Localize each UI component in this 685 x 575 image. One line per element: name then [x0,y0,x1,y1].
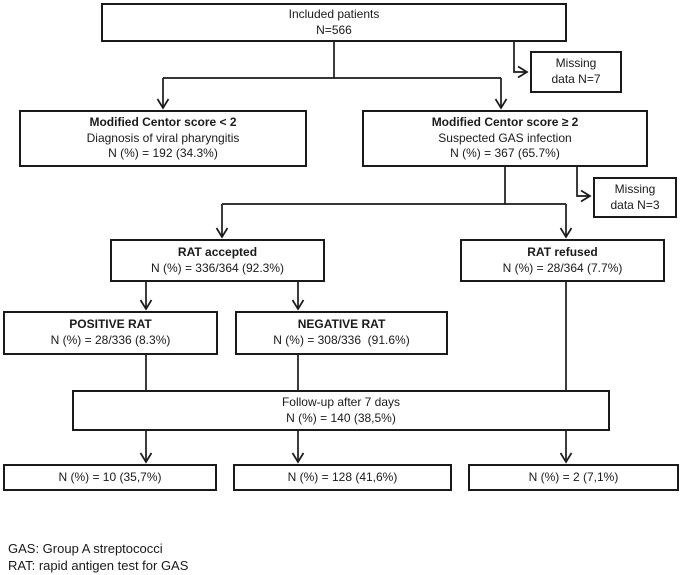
box-line: N (%) = 308/336 (91.6%) [273,333,410,347]
box-negative-rat: NEGATIVE RAT N (%) = 308/336 (91.6%) [235,311,448,355]
box-rat-refused: RAT refused N (%) = 28/364 (7.7%) [460,239,665,282]
box-line: Missing [555,56,597,71]
box-line: data N=3 [610,197,660,212]
box-line: data N=7 [551,72,601,86]
box-outcome-refused: N (%) = 2 (7,1%) [468,464,679,491]
box-title: RAT refused [527,244,598,259]
box-rat-accepted: RAT accepted N (%) = 336/364 (92.3%) [110,239,325,282]
connector-arrow-to-missing-top [513,42,529,79]
footnote-rat: RAT: rapid antigen test for GAS [8,558,189,574]
connector-arrow-to-missing-mid [576,167,592,203]
box-line: N (%) = 192 (34.3%) [108,146,218,161]
box-line: N (%) = 140 (38,5%) [286,410,396,425]
box-line: Diagnosis of viral pharyngitis [86,130,240,145]
box-line: N (%) = 336/364 (92.3%) [150,260,285,275]
box-line: Suspected GAS infection [438,130,572,145]
box-positive-rat: POSITIVE RAT N (%) = 28/336 (8.3%) [3,311,218,355]
box-centor-score-high: Modified Centor score ≥ 2 Suspected GAS … [362,110,648,167]
box-line: N (%) = 128 (41,6%) [287,469,398,484]
box-line: N (%) = 28/336 (8.3%) [50,333,171,347]
box-line: N (%) = 367 (65.7%) [450,146,560,161]
box-missing-data-3: Missing data N=3 [593,177,677,218]
box-included-patients: Included patients N=566 [101,3,567,42]
footnote-gas: GAS: Group A streptococci [8,541,163,556]
box-title: Modified Centor score < 2 [89,114,237,129]
box-line: N (%) = 10 (35,7%) [58,469,162,484]
box-missing-data-7: Missing data N=7 [530,51,622,93]
box-title: NEGATIVE RAT [297,317,386,332]
box-line: Included patients [288,6,380,21]
box-line: Follow-up after 7 days [281,394,401,409]
box-line: N (%) = 28/364 (7.7%) [502,260,623,275]
box-outcome-positive: N (%) = 10 (35,7%) [3,464,217,491]
box-line: N (%) = 2 (7,1%) [528,469,619,484]
box-title: Modified Centor score ≥ 2 [431,114,579,129]
box-line: N=566 [316,22,352,37]
box-centor-score-low: Modified Centor score < 2 Diagnosis of v… [19,110,307,167]
abbreviation-footnotes: GAS: Group A streptococci RAT: rapid ant… [8,540,188,574]
box-title: POSITIVE RAT [69,317,152,332]
box-title: RAT accepted [177,244,258,259]
box-follow-up: Follow-up after 7 days N (%) = 140 (38,5… [72,390,610,431]
box-line: Missing [614,181,656,196]
box-outcome-negative: N (%) = 128 (41,6%) [233,464,452,491]
